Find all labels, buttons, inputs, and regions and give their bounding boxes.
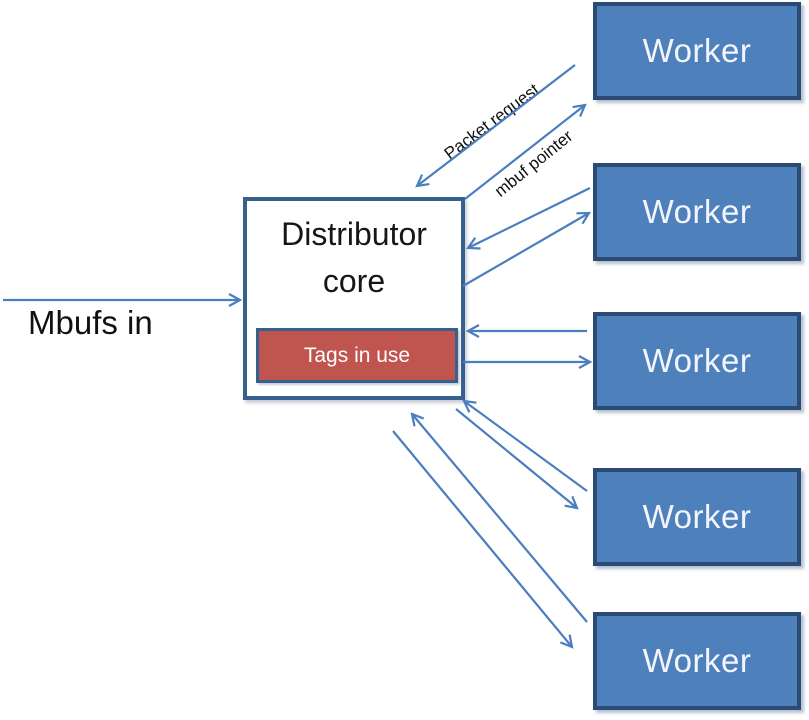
mbufs-in-label: Mbufs in xyxy=(28,304,153,341)
distributor-core-title: Distributor core xyxy=(281,216,427,299)
arrow-distributor-to-worker5 xyxy=(392,430,574,649)
worker-box-1: Worker xyxy=(593,2,801,100)
tags-in-use-box: Tags in use xyxy=(256,328,458,383)
worker-box-4: Worker xyxy=(593,468,801,566)
worker-label: Worker xyxy=(642,642,752,679)
packet-request-label: Packet request xyxy=(440,79,543,164)
mbuf-pointer-label: mbuf pointer xyxy=(490,126,577,201)
tags-in-use-label: Tags in use xyxy=(303,343,411,367)
arrow-worker4-to-distributor xyxy=(462,399,588,492)
worker-box-5: Worker xyxy=(593,612,801,710)
worker-label: Worker xyxy=(642,342,752,379)
worker-label: Worker xyxy=(642,193,752,230)
distributor-core-box: Distributor core Tags in use xyxy=(243,197,465,400)
arrow-distributor-to-worker2 xyxy=(462,211,591,287)
worker-box-3: Worker xyxy=(593,312,801,410)
worker-box-2: Worker xyxy=(593,163,801,261)
worker-label: Worker xyxy=(642,498,752,535)
arrow-distributor-to-worker4 xyxy=(455,408,579,510)
worker-label: Worker xyxy=(642,32,752,69)
arrow-worker2-to-distributor xyxy=(465,187,591,250)
arrow-worker5-to-distributor xyxy=(410,412,588,623)
